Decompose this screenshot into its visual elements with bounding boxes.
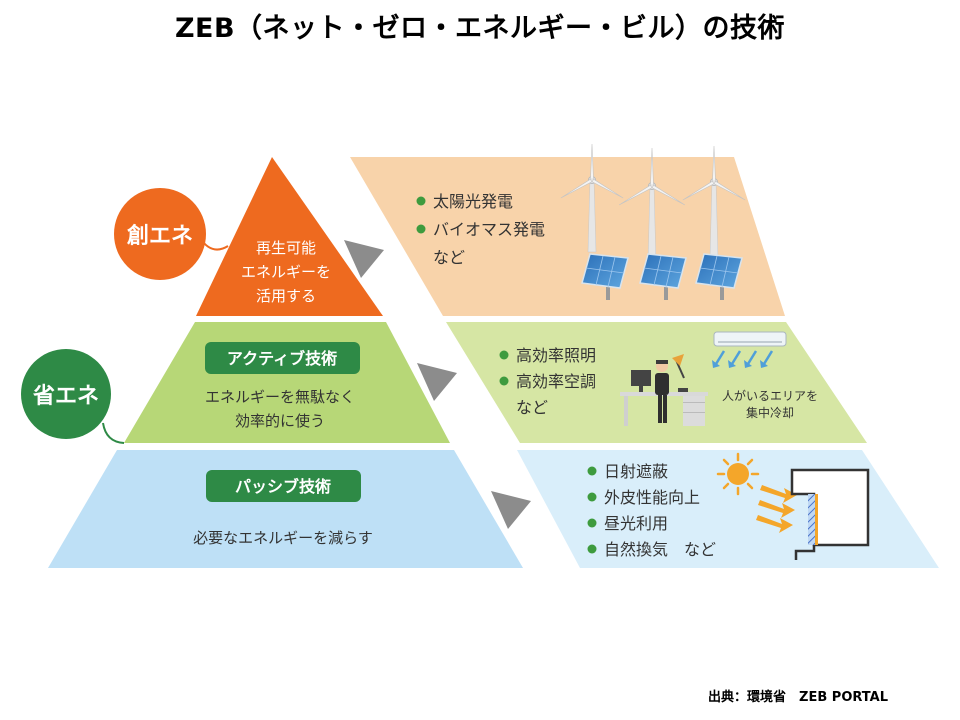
- air-conditioner-icon: [712, 331, 787, 368]
- active-desc-line-2: 効率的に使う: [235, 412, 325, 430]
- bullet-dot: [587, 544, 597, 554]
- create-badge-label: 創エネ: [127, 224, 193, 249]
- cooling-note-line-2: 集中冷却: [746, 405, 794, 420]
- passive-bullet-1: 日射遮蔽: [604, 462, 668, 481]
- create-desc-line-3: 活用する: [256, 287, 316, 305]
- building-section-icon: [790, 468, 870, 560]
- passive-desc: 必要なエネルギーを減らす: [193, 529, 373, 547]
- passive-label: パッシブ技術: [235, 477, 331, 496]
- passive-bullet-4: 自然換気 など: [604, 540, 716, 559]
- create-bullet-1: 太陽光発電: [433, 192, 513, 211]
- solar-panel-icon: [695, 253, 743, 300]
- source-credit: 出典：環境省 ZEB PORTAL: [708, 690, 888, 705]
- wind-turbine-icon: [618, 147, 686, 265]
- sun-icon: [716, 452, 760, 496]
- create-badge: [114, 188, 206, 280]
- bullet-dot: [499, 376, 509, 386]
- save-badge-label: 省エネ: [32, 384, 99, 409]
- create-desc-line-2: エネルギーを: [241, 263, 331, 281]
- passive-label-box: [206, 470, 361, 502]
- office-worker-icon: [620, 354, 708, 426]
- arrow-icon: [491, 491, 531, 529]
- cooling-note-line-1: 人がいるエリアを: [722, 388, 818, 403]
- wind-turbine-icon: [560, 143, 624, 253]
- active-bullet-2: 高効率空調: [516, 372, 596, 391]
- create-bullet-2: バイオマス発電: [433, 220, 545, 239]
- active-label-box: [205, 342, 360, 374]
- bullet-dot: [499, 350, 509, 360]
- arrow-icon: [417, 363, 457, 401]
- active-label: アクティブ技術: [227, 349, 337, 368]
- solar-panel-icon: [639, 253, 687, 300]
- pyramid-bottom-passive: [48, 450, 523, 568]
- bullet-dot: [416, 224, 426, 234]
- bullet-dot: [587, 492, 597, 502]
- wind-turbine-icon: [682, 145, 746, 259]
- arrow-icon: [344, 240, 384, 278]
- create-desc-line-1: 再生可能: [256, 239, 316, 257]
- solar-panel-icon: [581, 253, 629, 300]
- create-detail-panel: [350, 157, 785, 316]
- pyramid-top-create: [196, 157, 383, 316]
- sunlight-arrow-icon: [756, 485, 797, 533]
- bullet-dot: [587, 518, 597, 528]
- passive-bullet-3: 昼光利用: [604, 514, 668, 533]
- active-bullet-tail: など: [516, 398, 548, 417]
- page-title: ZEB（ネット・ゼロ・エネルギー・ビル）の技術: [174, 13, 786, 44]
- active-desc-line-1: エネルギーを無駄なく: [205, 388, 355, 406]
- active-bullet-1: 高効率照明: [516, 346, 596, 365]
- passive-bullet-2: 外皮性能向上: [604, 488, 700, 507]
- bullet-dot: [416, 196, 426, 206]
- save-badge: [21, 349, 111, 439]
- passive-detail-panel: [517, 450, 939, 568]
- save-badge-tail: [102, 422, 125, 444]
- bullet-dot: [587, 466, 597, 476]
- create-bullet-tail: など: [433, 248, 465, 267]
